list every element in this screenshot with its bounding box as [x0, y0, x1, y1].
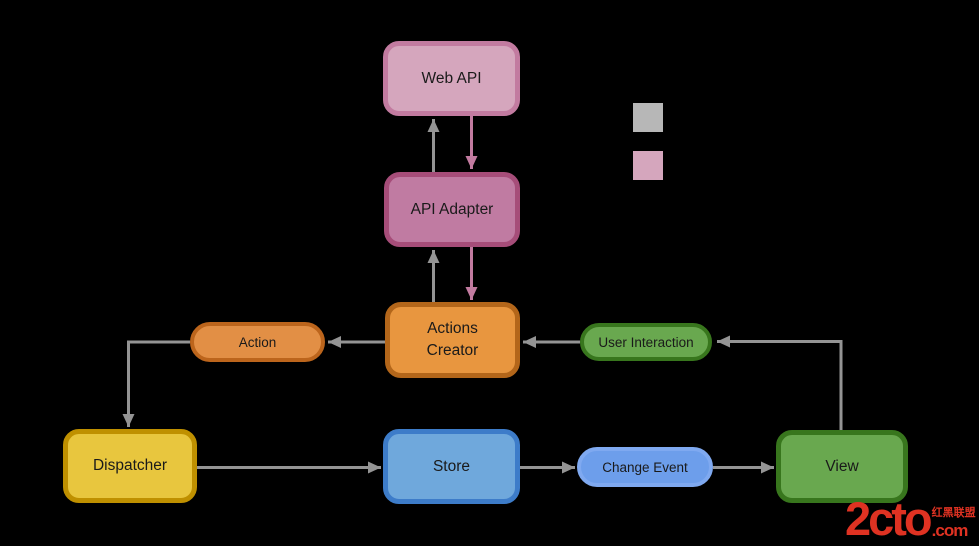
node-action: Action: [190, 322, 325, 362]
watermark-domain: .com: [931, 521, 969, 540]
node-api-adapter: API Adapter: [384, 172, 520, 247]
node-user-interaction-label: User Interaction: [598, 334, 694, 350]
watermark-2cto-logo: 2cto 红黑联盟 .com: [845, 492, 976, 545]
node-store: Store: [383, 429, 520, 504]
node-api-adapter-label: API Adapter: [410, 200, 494, 218]
node-actions-creator-label: Actions Creator: [426, 319, 479, 359]
node-action-label: Action: [238, 334, 277, 350]
node-dispatcher-label: Dispatcher: [92, 457, 168, 474]
node-change-event-label: Change Event: [602, 459, 688, 475]
node-user-interaction: User Interaction: [580, 323, 712, 361]
legend-swatch-gray: [633, 103, 663, 132]
edge-view-to-user-interaction: [717, 335, 843, 430]
node-web-api: Web API: [383, 41, 520, 116]
watermark-brand: 2cto: [845, 492, 933, 545]
node-web-api-label: Web API: [421, 69, 482, 87]
edge-action-to-dispatcher: [122, 340, 190, 427]
legend-swatch-pink: [633, 151, 663, 180]
watermark-tagline-cn: 红黑联盟: [931, 507, 976, 519]
node-change-event: Change Event: [577, 447, 713, 487]
node-view-label: View: [825, 457, 859, 475]
node-dispatcher: Dispatcher: [63, 429, 197, 503]
node-view: View: [776, 430, 908, 503]
node-actions-creator: Actions Creator: [385, 302, 520, 378]
node-store-label: Store: [432, 457, 471, 475]
